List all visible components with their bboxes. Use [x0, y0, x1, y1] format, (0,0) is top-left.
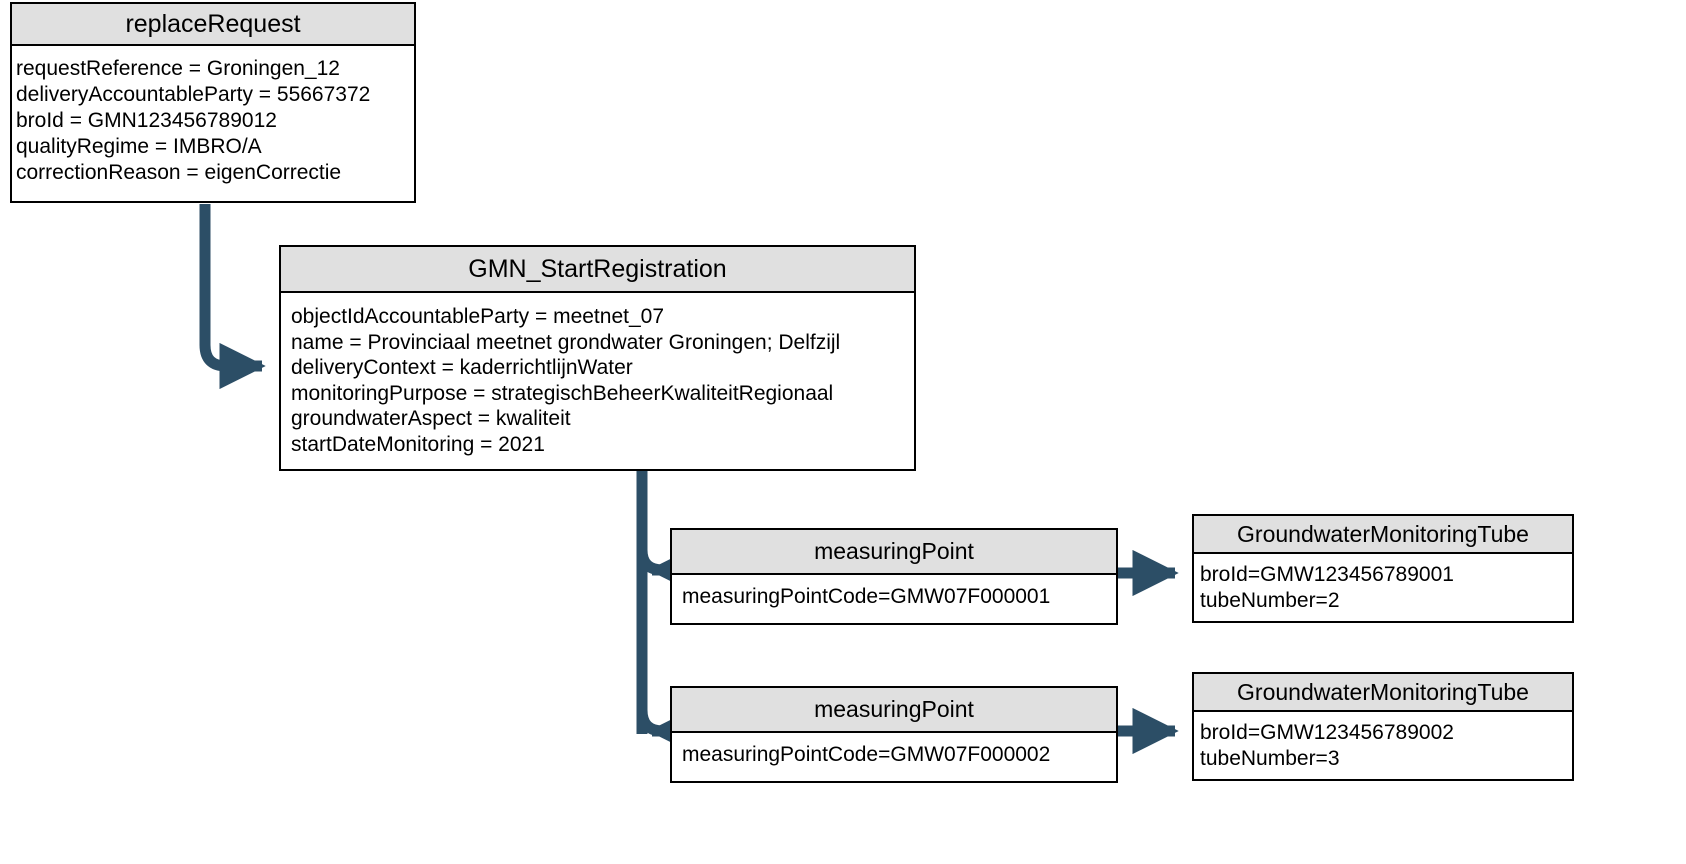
attribute-bro-id: broId=GMW123456789002 — [1200, 721, 1454, 744]
node-groundwater-monitoring-tube-2-body: broId=GMW123456789002 tubeNumber=3 — [1194, 712, 1572, 772]
node-groundwater-monitoring-tube-2[interactable]: GroundwaterMonitoringTube broId=GMW12345… — [1192, 672, 1574, 781]
attribute-quality-regime: qualityRegime = IMBRO/A — [16, 135, 262, 158]
node-replace-request-title: replaceRequest — [12, 4, 414, 46]
node-gmn-start-registration[interactable]: GMN_StartRegistration objectIdAccountabl… — [279, 245, 916, 471]
attribute-name: name = Provinciaal meetnet grondwater Gr… — [291, 330, 841, 354]
edge-replace-request-to-gmn-start-registration — [199, 204, 266, 390]
attribute-delivery-context: deliveryContext = kaderrichtlijnWater — [291, 356, 633, 379]
attribute-request-reference: requestReference = Groningen_12 — [16, 57, 340, 80]
node-groundwater-monitoring-tube-1-title: GroundwaterMonitoringTube — [1194, 516, 1572, 554]
attribute-measuring-point-code: measuringPointCode=GMW07F000002 — [682, 743, 1051, 766]
edge-gmn-start-registration-to-measuring-point-2 — [636, 707, 695, 755]
node-measuring-point-1[interactable]: measuringPoint measuringPointCode=GMW07F… — [670, 528, 1118, 625]
node-gmn-start-registration-body: objectIdAccountableParty = meetnet_07 na… — [281, 293, 914, 457]
node-replace-request[interactable]: replaceRequest requestReference = Gronin… — [10, 2, 416, 203]
node-measuring-point-2-title: measuringPoint — [672, 688, 1116, 733]
edge-gmn-start-registration-to-measuring-point-1 — [636, 546, 695, 594]
node-measuring-point-1-body: measuringPointCode=GMW07F000001 — [672, 575, 1116, 609]
attribute-bro-id: broId = GMN123456789012 — [16, 109, 277, 132]
attribute-groundwater-aspect: groundwaterAspect = kwaliteit — [291, 407, 571, 430]
attribute-delivery-accountable-party: deliveryAccountableParty = 55667372 — [16, 83, 371, 106]
attribute-measuring-point-code: measuringPointCode=GMW07F000001 — [682, 585, 1051, 608]
attribute-bro-id: broId=GMW123456789001 — [1200, 563, 1454, 586]
attribute-object-id-accountable-party: objectIdAccountableParty = meetnet_07 — [291, 305, 664, 328]
attribute-correction-reason: correctionReason = eigenCorrectie — [16, 161, 342, 184]
attribute-start-date-monitoring: startDateMonitoring = 2021 — [291, 432, 545, 456]
node-groundwater-monitoring-tube-1[interactable]: GroundwaterMonitoringTube broId=GMW12345… — [1192, 514, 1574, 623]
node-groundwater-monitoring-tube-1-body: broId=GMW123456789001 tubeNumber=2 — [1194, 554, 1572, 614]
attribute-tube-number: tubeNumber=3 — [1200, 747, 1340, 770]
node-measuring-point-1-title: measuringPoint — [672, 530, 1116, 575]
attribute-monitoring-purpose: monitoringPurpose = strategischBeheerKwa… — [291, 381, 834, 405]
node-measuring-point-2-body: measuringPointCode=GMW07F000002 — [672, 733, 1116, 767]
node-groundwater-monitoring-tube-2-title: GroundwaterMonitoringTube — [1194, 674, 1572, 712]
node-measuring-point-2[interactable]: measuringPoint measuringPointCode=GMW07F… — [670, 686, 1118, 783]
node-gmn-start-registration-title: GMN_StartRegistration — [281, 247, 914, 293]
attribute-tube-number: tubeNumber=2 — [1200, 589, 1340, 612]
node-replace-request-body: requestReference = Groningen_12 delivery… — [12, 46, 414, 186]
